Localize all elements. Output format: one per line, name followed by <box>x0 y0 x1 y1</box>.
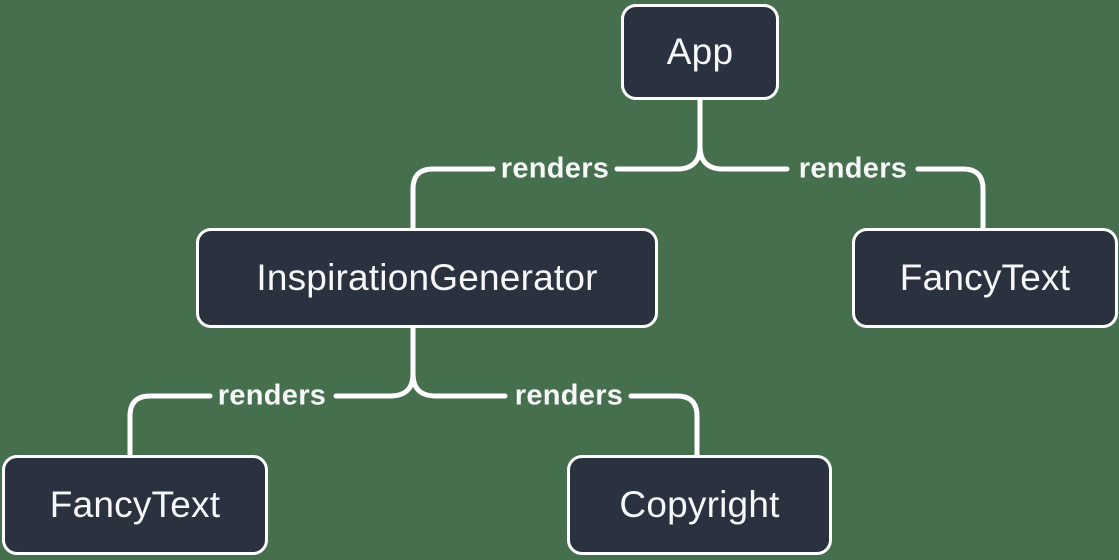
edge-inspirationgenerator-fancytext-segment-b <box>127 393 213 458</box>
edge-app-fancytext-segment-a <box>697 97 790 172</box>
node-fancy-text-left-label: FancyText <box>49 484 221 525</box>
edge-label-app-fancytext: renders <box>798 152 908 185</box>
node-copyright: Copyright <box>567 455 832 555</box>
edge-app-inspirationgenerator-segment-a <box>614 97 703 172</box>
edge-inspirationgenerator-fancytext-segment-a <box>333 325 416 399</box>
node-app-label: App <box>666 31 734 72</box>
node-fancy-text-left: FancyText <box>2 455 268 555</box>
node-inspiration-generator-label: InspirationGenerator <box>256 257 598 298</box>
edge-label-inspirationgenerator-fancytext: renders <box>217 379 327 412</box>
node-inspiration-generator: InspirationGenerator <box>196 228 658 328</box>
edge-app-inspirationgenerator-segment-b <box>410 166 496 231</box>
node-app: App <box>621 4 779 100</box>
edge-label-inspirationgenerator-copyright: renders <box>514 379 624 412</box>
node-copyright-label: Copyright <box>619 484 780 525</box>
node-fancy-text-right-label: FancyText <box>899 257 1071 298</box>
edge-label-app-inspirationgenerator: renders <box>500 152 610 185</box>
edge-app-fancytext-segment-b <box>915 166 986 231</box>
node-fancy-text-right: FancyText <box>852 228 1118 328</box>
edge-inspirationgenerator-copyright-segment-b <box>628 393 700 458</box>
edge-inspirationgenerator-copyright-segment-a <box>410 325 508 399</box>
